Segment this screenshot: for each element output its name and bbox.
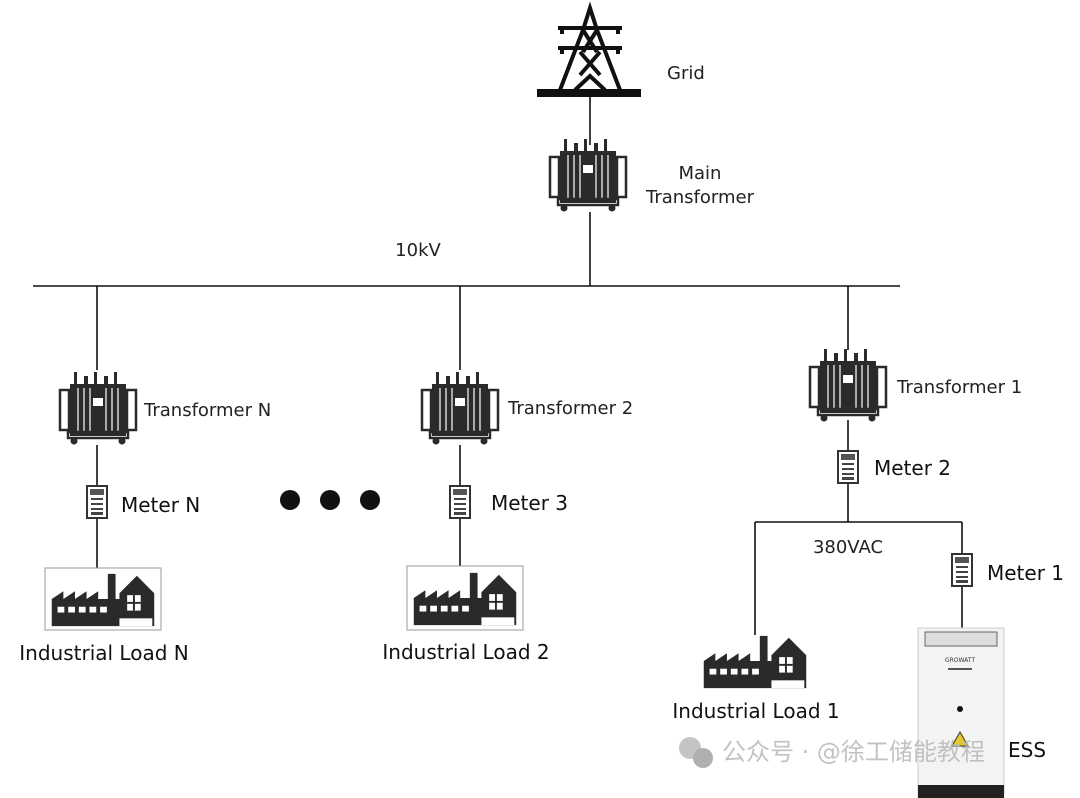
sub-bus-voltage-label: 380VAC (813, 537, 883, 558)
meter-3-label: Meter 3 (491, 491, 568, 515)
transformer-1-label: Transformer 1 (896, 377, 1022, 398)
transformer-n-icon (58, 370, 138, 446)
grid-label: Grid (667, 63, 705, 84)
main-transformer-icon (548, 137, 628, 213)
transformer-2-label: Transformer 2 (507, 398, 633, 419)
main-transformer-label-line2: Transformer (645, 187, 755, 208)
watermark: 公众号 · @徐工储能教程 (679, 737, 985, 768)
meter-n-icon (86, 485, 108, 519)
load-2-label: Industrial Load 2 (382, 640, 549, 664)
meter-1-label: Meter 1 (987, 561, 1064, 585)
wiring (33, 97, 963, 635)
grid-tower-icon (558, 1, 622, 92)
factory-1-icon (702, 634, 808, 690)
ess-cabinet-icon: GROWATT (917, 627, 1005, 798)
meter-2-icon (837, 450, 859, 484)
bus-voltage-label: 10kV (395, 240, 441, 261)
main-transformer-label-line1: Main (679, 163, 722, 184)
ess-brand: GROWATT (945, 657, 975, 664)
meter-n-label: Meter N (121, 493, 200, 517)
load-1-label: Industrial Load 1 (672, 699, 839, 723)
load-n-label: Industrial Load N (19, 641, 188, 665)
grid-ground-bar (537, 89, 641, 97)
meter-1-icon (951, 553, 973, 587)
meter-3-icon (449, 485, 471, 519)
transformer-2-icon (420, 370, 500, 446)
watermark-text: 公众号 · @徐工储能教程 (722, 738, 985, 766)
ess-label: ESS (1008, 738, 1046, 762)
transformer-1-icon (808, 347, 888, 423)
ellipsis-dots (280, 490, 380, 510)
transformer-n-label: Transformer N (143, 400, 271, 421)
meter-2-label: Meter 2 (874, 456, 951, 480)
